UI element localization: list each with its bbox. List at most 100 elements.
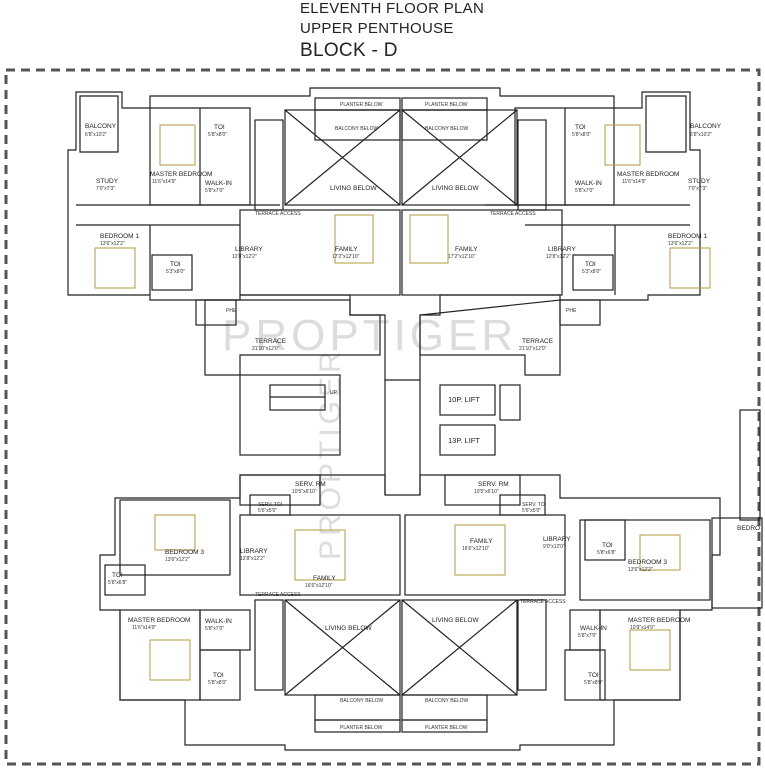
label-study-right: STUDY bbox=[688, 178, 711, 185]
label-living-below-bottom-left: LIVING BELOW bbox=[325, 625, 372, 632]
label-master-bedroom-top-left-dim: 11'6"x14'9" bbox=[152, 179, 176, 185]
label-family-bottom-left-dim: 16'6"x12'10" bbox=[305, 583, 333, 589]
label-serv-rm-right: SERV. RM bbox=[478, 481, 509, 488]
label-bedroom-1-right: BEDROOM 1 bbox=[668, 233, 707, 240]
label-library-top-right-dim: 12'8"x12'2" bbox=[546, 254, 571, 260]
label-family-bottom-right-dim: 16'6"x12'10" bbox=[462, 546, 490, 552]
label-serv-toi-right-dim: 5'6"x5'0" bbox=[522, 508, 541, 514]
label-toi-bed1-left: TOI bbox=[170, 261, 181, 268]
label-study-left: STUDY bbox=[96, 178, 119, 185]
label-serv-toi-right: SERV. TOI bbox=[522, 502, 546, 508]
label-balcony-left-dim: 6'8"x10'2" bbox=[85, 132, 107, 138]
label-walk-in-top-right: WALK-IN bbox=[575, 180, 602, 187]
label-library-top-right: LIBRARY bbox=[548, 246, 576, 253]
label-phe-left: PHE bbox=[226, 308, 237, 314]
label-planter-below-bottom-left: PLANTER BELOW bbox=[340, 725, 383, 731]
label-toi-master-bottom-right-dim: 5'8"x8'0" bbox=[584, 680, 603, 686]
label-terrace-access-bottom-right: TERRACE ACCESS bbox=[520, 599, 566, 605]
label-bedroom-3-right-dim: 13'6"x12'2" bbox=[628, 567, 653, 573]
label-planter-below-bottom-right: PLANTER BELOW bbox=[425, 725, 468, 731]
label-bedroom-3-right: BEDROOM 3 bbox=[628, 559, 667, 566]
lower-unit-outline bbox=[99, 474, 721, 751]
label-walk-in-bottom-left-dim: 5'8"x7'0" bbox=[205, 626, 224, 632]
label-study-left-dim: 7'0"x7'3" bbox=[96, 186, 115, 192]
label-serv-rm-left: SERV. RM bbox=[295, 481, 326, 488]
label-master-bedroom-bottom-left: MASTER BEDROOM bbox=[128, 617, 190, 624]
label-bedroom-1-right-dim: 13'6"x12'2" bbox=[668, 241, 693, 247]
label-toi-top-right-dim: 5'8"x8'0" bbox=[572, 132, 591, 138]
plan-subtitle: UPPER PENTHOUSE bbox=[300, 20, 454, 37]
label-walk-in-bottom-right-dim: 5'8"x7'0" bbox=[578, 633, 597, 639]
label-library-top-left-dim: 12'8"x12'2" bbox=[232, 254, 257, 260]
label-family-bottom-right: FAMILY bbox=[470, 538, 493, 545]
label-stair-up: UP bbox=[330, 390, 338, 396]
label-bedroom-3-left-dim: 13'6"x12'2" bbox=[165, 557, 190, 563]
label-balcony-below-top-left: BALCONY BELOW bbox=[335, 126, 379, 132]
label-serv-toi-left-dim: 5'6"x5'0" bbox=[258, 508, 277, 514]
label-toi-master-bottom-left: TOI bbox=[213, 672, 224, 679]
label-living-below-top-left: LIVING BELOW bbox=[330, 185, 377, 192]
label-walk-in-top-left: WALK-IN bbox=[205, 180, 232, 187]
label-library-bottom-left: LIBRARY bbox=[240, 548, 268, 555]
label-toi-top-right: TOI bbox=[575, 124, 586, 131]
label-terrace-access-bottom-left: TERRACE ACCESS bbox=[255, 592, 301, 598]
label-10p-lift: 10P. LIFT bbox=[448, 395, 480, 404]
label-terrace-left: TERRACE bbox=[255, 338, 287, 345]
label-serv-rm-left-dim: 10'5"x6'10" bbox=[292, 489, 317, 495]
label-toi-master-bottom-right: TOI bbox=[588, 672, 599, 679]
label-walk-in-top-right-dim: 5'8"x7'0" bbox=[575, 188, 594, 194]
label-study-right-dim: 7'0"x7'3" bbox=[688, 186, 707, 192]
label-terrace-access-top-right: TERRACE ACCESS bbox=[490, 211, 536, 217]
label-family-top-left: FAMILY bbox=[335, 246, 358, 253]
label-bedroom-edge: BEDRO bbox=[737, 525, 760, 532]
label-balcony-left: BALCONY bbox=[85, 123, 117, 130]
label-master-bedroom-bottom-left-dim: 11'6"x14'9" bbox=[132, 625, 156, 631]
label-master-bedroom-top-right-dim: 11'6"x14'9" bbox=[622, 179, 646, 185]
label-planter-below-top-right: PLANTER BELOW bbox=[425, 102, 468, 108]
label-walk-in-bottom-right: WALK-IN bbox=[580, 625, 607, 632]
label-terrace-right-dim: 21'10"x12'0" bbox=[519, 346, 547, 352]
site-boundary bbox=[4, 68, 761, 766]
label-master-bedroom-bottom-right-dim: 10'9"x14'9" bbox=[630, 625, 655, 631]
label-library-bottom-left-dim: 12'8"x12'2" bbox=[240, 556, 265, 562]
label-toi-bed1-left-dim: 5'3"x8'0" bbox=[166, 269, 185, 275]
label-terrace-left-dim: 21'10"x12'0" bbox=[252, 346, 280, 352]
label-toi-top-left-dim: 5'8"x8'0" bbox=[208, 132, 227, 138]
label-toi-bed1-right-dim: 5'3"x8'0" bbox=[582, 269, 601, 275]
label-toi-bottom-right: TOI bbox=[602, 542, 613, 549]
label-serv-toi-left: SERV. TOI bbox=[258, 502, 282, 508]
label-toi-bottom-left: TOI bbox=[112, 572, 123, 579]
label-family-bottom-left: FAMILY bbox=[313, 575, 336, 582]
label-family-top-right-dim: 17'2"x12'10" bbox=[448, 254, 476, 260]
label-walk-in-bottom-left: WALK-IN bbox=[205, 618, 232, 625]
label-family-top-left-dim: 17'2"x12'10" bbox=[332, 254, 360, 260]
label-bedroom-1-left-dim: 13'6"x12'2" bbox=[100, 241, 125, 247]
label-balcony-below-bottom-left: BALCONY BELOW bbox=[340, 698, 384, 704]
label-family-top-right: FAMILY bbox=[455, 246, 478, 253]
label-balcony-right: BALCONY bbox=[690, 123, 722, 130]
label-master-bedroom-bottom-right: MASTER BEDROOM bbox=[628, 617, 690, 624]
label-library-top-left: LIBRARY bbox=[235, 246, 263, 253]
label-library-bottom-right: LIBRARY bbox=[543, 536, 571, 543]
label-toi-bottom-left-dim: 5'8"x6'8" bbox=[108, 580, 127, 586]
label-master-bedroom-top-left: MASTER BEDROOM bbox=[150, 171, 212, 178]
label-planter-below-top-left: PLANTER BELOW bbox=[340, 102, 383, 108]
label-bedroom-3-left: BEDROOM 3 bbox=[165, 549, 204, 556]
label-toi-bed1-right: TOI bbox=[585, 261, 596, 268]
label-master-bedroom-top-right: MASTER BEDROOM bbox=[617, 171, 679, 178]
label-bedroom-1-left: BEDROOM 1 bbox=[100, 233, 139, 240]
label-library-bottom-right-dim: 9'0"x12'0" bbox=[543, 544, 565, 550]
label-living-below-bottom-right: LIVING BELOW bbox=[432, 617, 479, 624]
label-13p-lift: 13P. LIFT bbox=[448, 436, 480, 445]
label-walk-in-top-left-dim: 5'8"x7'0" bbox=[205, 188, 224, 194]
label-toi-master-bottom-left-dim: 5'8"x8'0" bbox=[208, 680, 227, 686]
label-serv-rm-right-dim: 10'5"x6'10" bbox=[474, 489, 499, 495]
watermark-vertical: PROPTIGER bbox=[314, 347, 347, 560]
label-balcony-below-top-right: BALCONY BELOW bbox=[425, 126, 469, 132]
label-terrace-access-top-left: TERRACE ACCESS bbox=[255, 211, 301, 217]
block-name: BLOCK - D bbox=[300, 40, 398, 61]
watermark: PROPTIGER bbox=[222, 311, 517, 360]
label-balcony-below-bottom-right: BALCONY BELOW bbox=[425, 698, 469, 704]
label-balcony-right-dim: 6'8"x10'2" bbox=[690, 132, 712, 138]
